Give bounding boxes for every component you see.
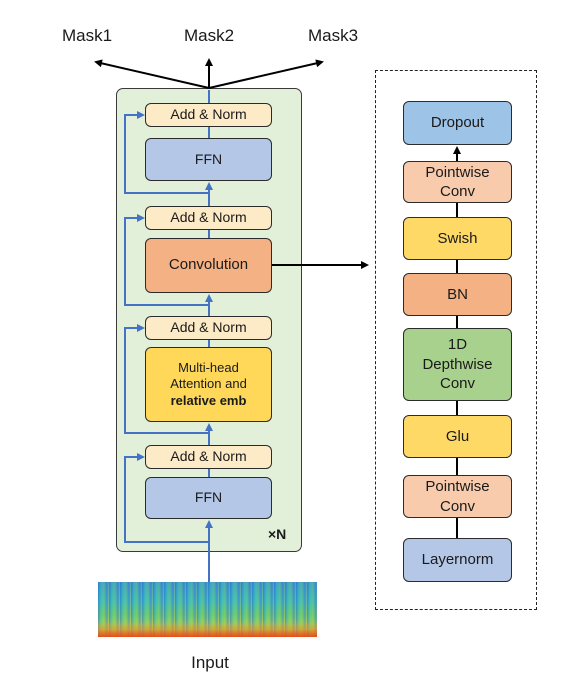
pointwise-label-line2: Conv [439,497,476,515]
dropout-label: Dropout [430,114,485,132]
add-norm-block-2: Add & Norm [145,206,272,230]
output-arrows [94,58,324,89]
attention-label-line2: Attention and [170,376,247,392]
mask3-label: Mask3 [307,26,359,45]
add-norm-label: Add & Norm [170,448,247,465]
ffn-label: FFN [194,489,223,506]
input-label: Input [191,653,229,672]
depthwise-label-line3: Conv [439,375,476,393]
depthwise-label-line1: 1D [447,336,468,354]
repeat-n-label: ×N [268,526,287,542]
pointwise-label-line1: Pointwise [425,478,490,495]
dropout-block: Dropout [403,101,512,145]
mask1-label: Mask1 [61,26,113,45]
add-norm-block-3: Add & Norm [145,316,272,340]
swish-block: Swish [403,217,512,260]
add-norm-block-4: Add & Norm [145,445,272,469]
add-norm-label: Add & Norm [170,209,247,226]
attention-label-line3: relative emb [170,392,247,408]
add-norm-block-1: Add & Norm [145,103,272,127]
layernorm-block: Layernorm [403,538,512,582]
conv-module-panel [375,70,537,610]
ffn-label: FFN [194,150,223,167]
depthwise-conv-block: 1D Depthwise Conv [403,328,512,401]
glu-block: Glu [403,415,512,458]
add-norm-label: Add & Norm [170,106,247,123]
pointwise-conv-block-bottom: Pointwise Conv [403,475,512,518]
pointwise-label-line1: Pointwise [425,163,490,181]
pointwise-label-line2: Conv [439,183,476,200]
spectrogram-image [98,582,317,637]
bn-block: BN [403,273,512,316]
pointwise-conv-block-top: Pointwise Conv [403,161,512,203]
ffn-block-bottom: FFN [145,477,272,519]
convolution-label: Convolution [168,256,249,274]
add-norm-label: Add & Norm [170,319,247,336]
layernorm-label: Layernorm [421,551,494,569]
attention-block: Multi-head Attention and relative emb [145,347,272,422]
arrow-mask3 [208,59,324,89]
arrow-mask1 [94,59,210,89]
attention-label-line1: Multi-head [178,360,239,376]
mask2-label: Mask2 [183,26,235,45]
swish-label: Swish [437,229,478,247]
bn-label: BN [447,285,468,303]
convolution-block: Convolution [145,238,272,293]
depthwise-label-line2: Depthwise [422,355,493,373]
glu-label: Glu [445,427,470,445]
ffn-block-top: FFN [145,138,272,181]
